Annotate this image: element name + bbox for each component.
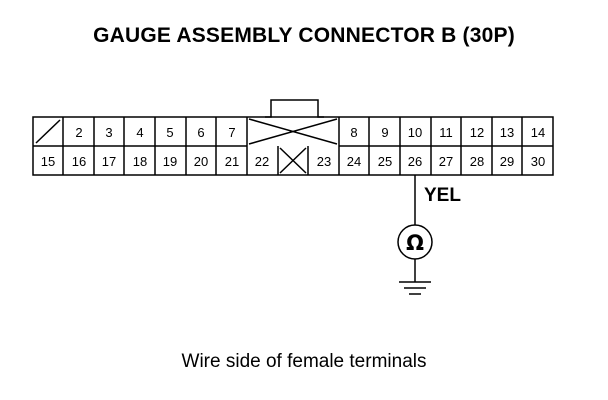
pin-label: 19 <box>163 154 177 169</box>
diagram-caption: Wire side of female terminals <box>181 351 427 372</box>
bottom-row-pins: 15 16 17 18 19 20 21 22 23 24 25 26 27 2… <box>41 154 545 169</box>
diagram-title: GAUGE ASSEMBLY CONNECTOR B (30P) <box>93 24 515 47</box>
pin-label: 23 <box>317 154 331 169</box>
pin-label: 30 <box>531 154 545 169</box>
pin-label: 17 <box>102 154 116 169</box>
pin-label: 21 <box>225 154 239 169</box>
pin-label: 24 <box>347 154 361 169</box>
pin-label: 29 <box>500 154 514 169</box>
pin-label: 20 <box>194 154 208 169</box>
ohmmeter-symbol: Ω <box>406 231 424 255</box>
pin-label: 8 <box>350 125 357 140</box>
connector-lock-tab <box>265 99 324 118</box>
pin-label: 25 <box>378 154 392 169</box>
pin-label: 2 <box>75 125 82 140</box>
pin-label: 27 <box>439 154 453 169</box>
pin-label: 10 <box>408 125 422 140</box>
pin-label: 4 <box>136 125 143 140</box>
pin-label: 9 <box>381 125 388 140</box>
pin-label: 14 <box>531 125 545 140</box>
pin-label: 26 <box>408 154 422 169</box>
pin-label: 15 <box>41 154 55 169</box>
wire-color-label: YEL <box>424 185 461 206</box>
pin-label: 11 <box>439 125 453 140</box>
pin-label: 22 <box>255 154 269 169</box>
pin-label: 6 <box>197 125 204 140</box>
pin-label: 18 <box>133 154 147 169</box>
pin-label: 12 <box>470 125 484 140</box>
pin-label: 28 <box>470 154 484 169</box>
pin-label: 5 <box>166 125 173 140</box>
unused-terminal-mark <box>35 119 61 144</box>
ground-icon <box>399 281 431 295</box>
pin-label: 7 <box>228 125 235 140</box>
pin-label: 3 <box>105 125 112 140</box>
pin-label: 16 <box>72 154 86 169</box>
pin-label: 13 <box>500 125 514 140</box>
top-row-pins: 2 3 4 5 6 7 8 9 10 11 12 13 14 <box>75 125 545 140</box>
